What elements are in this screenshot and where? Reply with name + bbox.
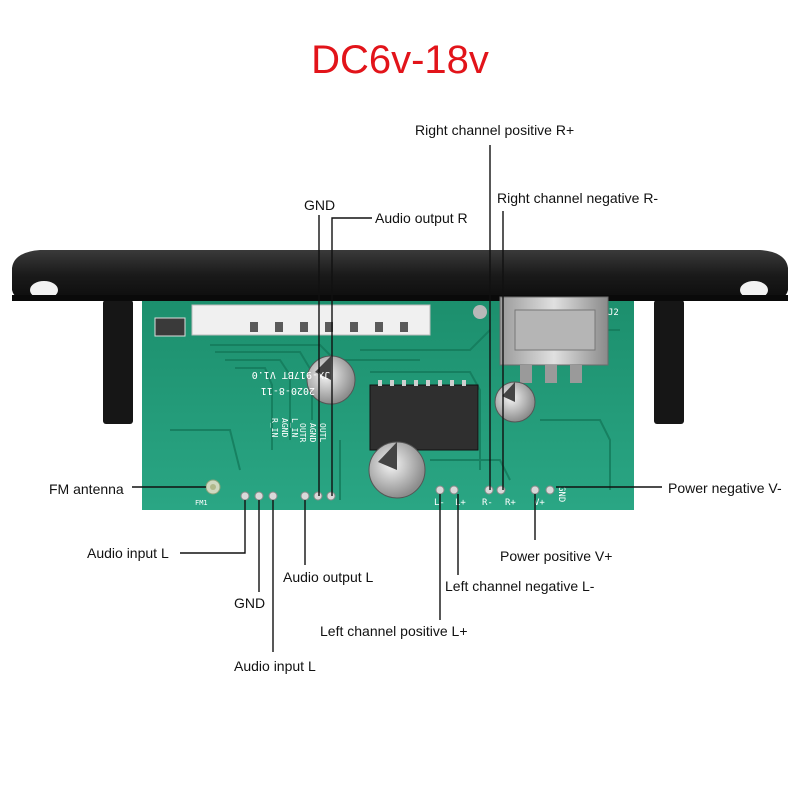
label-gnd-top: GND [304,197,336,213]
label-audio-input-l-2: Audio input L [234,658,316,674]
date-silkscreen: 2020-8-11 [261,385,315,396]
pcb-traces [170,329,620,500]
label-left-channel-negative: Left channel negative L- [445,578,595,594]
ic-chip [369,384,479,451]
label-fm-antenna: FM antenna [49,481,124,497]
mounting-post-right [654,300,684,424]
pin-label-agnd-1: AGND [280,418,289,437]
pin-label-agnd-2: AGND [308,423,317,442]
j2-silkscreen: J2 [608,308,619,318]
screw-hole-right [740,281,768,299]
model-silkscreen: JX-917BT V1.0 [252,369,330,380]
label-power-positive: Power positive V+ [500,548,613,564]
pin-label-r-minus: R- [482,498,493,508]
pin-label-l-in: L_IN [290,418,299,437]
label-left-channel-positive: Left channel positive L+ [320,623,468,639]
label-right-channel-positive: Right channel positive R+ [415,122,575,138]
pin-label-v-plus: V+ [534,498,545,508]
front-bezel [12,250,788,300]
solder-pads [240,485,555,501]
chip-small [154,317,186,337]
label-gnd-bottom: GND [234,595,266,611]
label-audio-output-r: Audio output R [375,210,468,226]
label-audio-input-l-1: Audio input L [87,545,169,561]
leader-lines [132,145,662,652]
mounting-post-left [103,300,133,424]
ribbon-connector [191,304,431,336]
pin-label-outr: OUTR [298,423,307,442]
fm-silkscreen: FM1 [195,499,208,507]
screw-hole-left [30,281,58,299]
label-audio-output-l: Audio output L [283,569,374,585]
pin-label-outl: OUTL [318,423,327,442]
voltage-title: DC6v-18v [311,38,489,82]
pin-label-r-plus: R+ [505,498,516,508]
pin-label-l-plus: L+ [455,498,466,508]
label-power-negative: Power negative V- [668,480,782,496]
label-right-channel-negative: Right channel negative R- [497,190,659,206]
pin-label-r-in: R_IN [270,418,279,437]
pin-label-gnd: GND [556,486,566,502]
